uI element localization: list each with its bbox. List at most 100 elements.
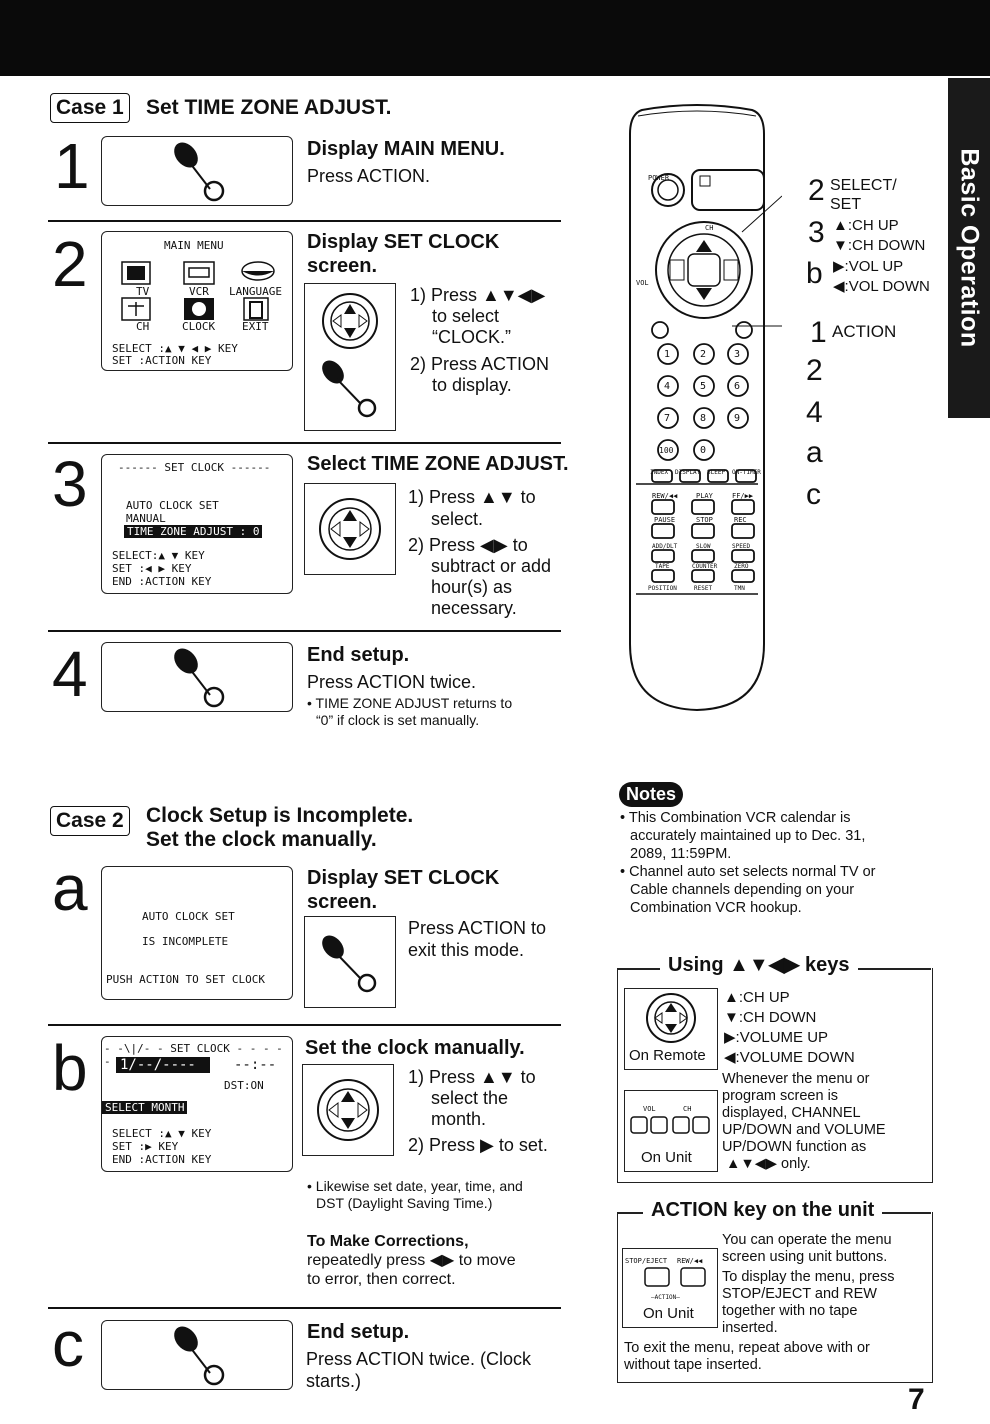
using-keys-title: Using ▲▼◀▶ keys bbox=[660, 953, 858, 977]
osd-set-line: SET :▶ KEY bbox=[112, 1140, 179, 1153]
remote-ch-label: CH bbox=[705, 224, 714, 232]
osd-exit: EXIT bbox=[242, 320, 269, 333]
osd-push-action: PUSH ACTION TO SET CLOCK bbox=[106, 973, 265, 986]
incomplete-osd: AUTO CLOCK SET IS INCOMPLETE PUSH ACTION… bbox=[101, 866, 293, 1000]
note-2-3: Combination VCR hookup. bbox=[630, 900, 802, 916]
callout-set: SET bbox=[830, 196, 862, 213]
remote-position-label: POSITION bbox=[648, 585, 677, 592]
step3-instr1-2: select. bbox=[431, 509, 484, 529]
remote-ff-label: FF/▶▶ bbox=[732, 492, 754, 500]
remote-digit-100: 100 bbox=[659, 446, 674, 455]
remote-ontimer-label: ON-TIMER bbox=[732, 469, 761, 476]
step2-heading-2: screen. bbox=[307, 255, 378, 277]
action-desc-3: To display the menu, press bbox=[722, 1269, 895, 1285]
remote-digit-8: 8 bbox=[700, 413, 707, 424]
menu-icons bbox=[121, 261, 275, 321]
remote-digit-7: 7 bbox=[664, 413, 671, 424]
callout-voldown: ◀:VOL DOWN bbox=[833, 278, 930, 295]
note-2: • Channel auto set selects normal TV or bbox=[620, 864, 876, 880]
osd-tv: TV bbox=[136, 285, 150, 298]
step1-text: Press ACTION. bbox=[307, 166, 431, 186]
stepb-heading: Set the clock manually. bbox=[305, 1037, 525, 1059]
stepc-text-2: starts.) bbox=[306, 1371, 362, 1391]
remote-add-label: ADD/DLT bbox=[652, 543, 678, 550]
corrections-text-2: to error, then correct. bbox=[307, 1271, 456, 1288]
remote-speed-label: SPEED bbox=[732, 543, 751, 550]
remote-digit-6: 6 bbox=[734, 381, 741, 392]
note-1-3: 2089, 11:59PM. bbox=[630, 846, 732, 862]
remote-digit-5: 5 bbox=[700, 381, 707, 392]
step3-instr1: 1) Press ▲▼ to bbox=[408, 487, 536, 507]
osd-dst: DST:ON bbox=[224, 1079, 264, 1092]
remote-digit-0: 0 bbox=[700, 445, 707, 456]
osd-end-line: END :ACTION KEY bbox=[112, 1153, 212, 1166]
manual-clock-osd: - -\|/- - SET CLOCK - - - - - - 1/--/---… bbox=[101, 1036, 293, 1172]
callout-b: b bbox=[806, 257, 823, 290]
step2-instr1-3: “CLOCK.” bbox=[432, 327, 512, 347]
unit-action-label: —ACTION— bbox=[651, 1294, 680, 1301]
osd-auto-clock-set: AUTO CLOCK SET bbox=[142, 910, 235, 923]
keys-volup: ▶:VOLUME UP bbox=[724, 1029, 829, 1046]
unit-action-keys-icon bbox=[644, 1267, 706, 1287]
action-button-icon bbox=[174, 1326, 225, 1386]
dpad-icon bbox=[646, 993, 696, 1043]
unit-vol-label: VOL bbox=[643, 1105, 656, 1113]
action-footer-2: without tape inserted. bbox=[624, 1357, 762, 1373]
callout-select: SELECT/ bbox=[830, 177, 897, 194]
action-desc-4: STOP/EJECT and REW bbox=[722, 1286, 877, 1302]
callout-3: 3 bbox=[808, 216, 825, 249]
main-menu-osd: MAIN MENU TV VCR LANGUAGE CH CLOCK EXIT … bbox=[101, 231, 293, 371]
osd-set-line: SET :ACTION KEY bbox=[112, 354, 212, 367]
dpad-and-action-icon bbox=[322, 293, 378, 418]
note-2-2: Cable channels depending on your bbox=[630, 882, 855, 898]
remote-zero-label: ZERO bbox=[734, 563, 749, 570]
stepb-instr1-2: select the bbox=[431, 1088, 509, 1108]
osd-select-month: SELECT MONTH bbox=[102, 1101, 188, 1114]
keys-desc-3: displayed, CHANNEL bbox=[722, 1105, 861, 1121]
dpad-icon bbox=[319, 498, 381, 560]
stepb-instr1: 1) Press ▲▼ to bbox=[408, 1067, 536, 1087]
stepc-heading: End setup. bbox=[307, 1321, 410, 1343]
unit-rew-label: REW/◀◀ bbox=[677, 1257, 703, 1265]
action-desc-6: inserted. bbox=[722, 1320, 778, 1336]
on-remote-label: On Remote bbox=[629, 1047, 706, 1064]
step4-note-2: “0” if clock is set manually. bbox=[316, 712, 480, 728]
case2-tag: Case 2 bbox=[50, 806, 130, 836]
case2-title: Clock Setup is Incomplete. bbox=[146, 804, 414, 827]
remote-digit-3: 3 bbox=[734, 349, 741, 360]
remote-rew-label: REW/◀◀ bbox=[652, 492, 678, 500]
callout-chup: ▲:CH UP bbox=[833, 217, 899, 234]
step3-instr2-3: hour(s) as bbox=[431, 577, 513, 597]
dpad-box bbox=[302, 1064, 394, 1156]
remote-display-label: DISPLAY bbox=[675, 469, 701, 476]
corrections-text: repeatedly press ◀▶ to move bbox=[307, 1252, 516, 1269]
stepc-number: c bbox=[52, 1308, 84, 1380]
step4-number: 4 bbox=[52, 638, 88, 710]
step2-instr1: 1) Press ▲▼◀▶ bbox=[410, 285, 546, 305]
dpad-box bbox=[304, 483, 396, 575]
step2-instr1-2: to select bbox=[432, 306, 500, 326]
stepb-number: b bbox=[52, 1032, 88, 1104]
action-unit-box: STOP/EJECT REW/◀◀ —ACTION— On Unit bbox=[622, 1248, 718, 1328]
osd-language: LANGUAGE bbox=[229, 285, 282, 298]
remote-digit-1: 1 bbox=[664, 349, 671, 360]
osd-vcr: VCR bbox=[189, 285, 209, 298]
keys-desc-6: ▲▼◀▶ only. bbox=[726, 1156, 811, 1172]
remote-digit-4: 4 bbox=[664, 381, 671, 392]
osd-is-incomplete: IS INCOMPLETE bbox=[142, 935, 229, 948]
osd-ch: CH bbox=[136, 320, 150, 333]
section-tab: Basic Operation bbox=[948, 78, 990, 418]
remote-rec-label: REC bbox=[734, 516, 747, 524]
stepb-instr1-3: month. bbox=[431, 1109, 487, 1129]
remote-control-illustration bbox=[629, 104, 782, 712]
unit-keys-icon bbox=[630, 1116, 710, 1134]
osd-title: ------ SET CLOCK ------ bbox=[118, 461, 271, 474]
stepb-instr2: 2) Press ▶ to set. bbox=[408, 1135, 548, 1155]
osd-end-line: END :ACTION KEY bbox=[112, 575, 212, 588]
on-unit-label: On Unit bbox=[641, 1149, 692, 1166]
notes-badge: Notes bbox=[619, 782, 684, 807]
remote-digit-2: 2 bbox=[700, 349, 707, 360]
case1-tag: Case 1 bbox=[50, 93, 130, 123]
stepc-screen bbox=[101, 1320, 293, 1390]
osd-clock: CLOCK bbox=[182, 320, 216, 333]
